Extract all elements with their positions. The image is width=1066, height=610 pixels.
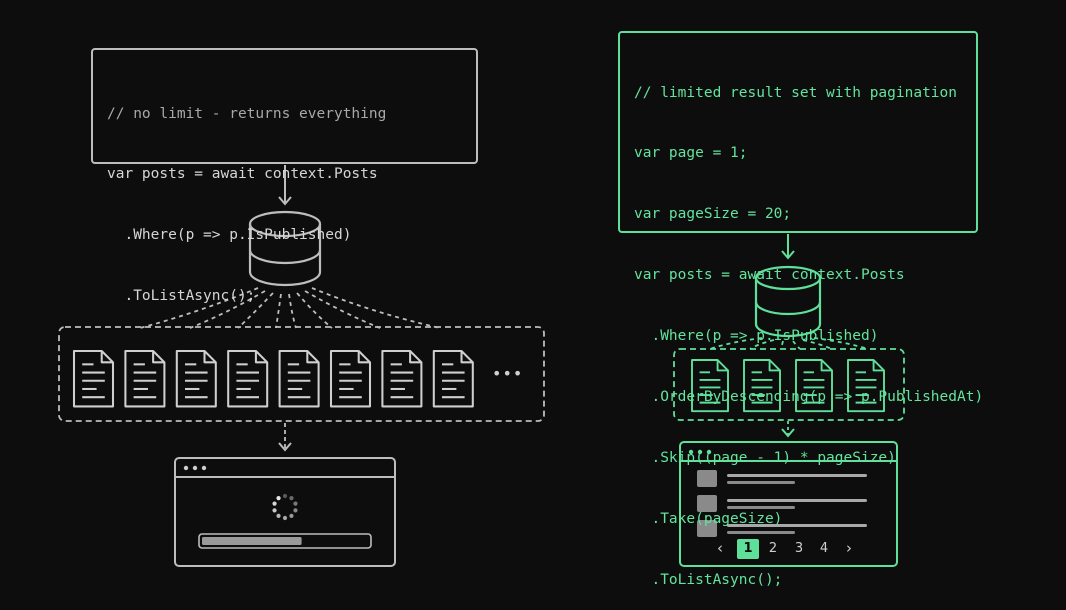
pagination-page-4[interactable]: 4 xyxy=(819,541,829,556)
database-icon-right xyxy=(754,265,822,338)
browser-window-left xyxy=(174,457,396,567)
fanout-lines-left xyxy=(139,287,441,329)
spinner-dot xyxy=(282,493,288,499)
spinner-dot xyxy=(276,496,281,501)
code-line: .Take(pageSize) xyxy=(634,510,783,527)
progress-bar xyxy=(198,533,372,549)
list-item-thumbnail xyxy=(697,495,717,512)
document-icon xyxy=(72,349,115,408)
code-block-pagination: // limited result set with pagination va… xyxy=(618,31,983,588)
spinner-dot xyxy=(289,513,294,519)
list-item-title-line xyxy=(727,474,867,477)
document-icon xyxy=(227,349,269,408)
code-line: var posts = await context.Posts xyxy=(634,267,905,284)
arrow-code-to-db-left xyxy=(278,165,292,206)
code-block-no-limit: // no limit - returns everything var pos… xyxy=(91,48,478,304)
spinner-dot xyxy=(293,508,298,513)
code-line: .ToListAsync(); xyxy=(634,571,783,588)
code-line: .Skip((page - 1) * pageSize) xyxy=(634,449,896,466)
browser-window-right xyxy=(679,441,898,567)
list-item-thumbnail xyxy=(697,470,717,487)
pagination-page-1[interactable]: 1 xyxy=(737,539,759,559)
result-list-rows xyxy=(697,470,867,537)
code-line: // limited result set with pagination xyxy=(634,84,958,101)
pagination-prev-icon[interactable]: ‹ xyxy=(717,539,723,557)
arrow-container-to-window-left xyxy=(278,423,292,452)
spinner-dot xyxy=(293,501,298,506)
document-icon xyxy=(175,349,217,408)
spinner-dot xyxy=(272,508,277,513)
code-line: // no limit - returns everything xyxy=(107,105,387,122)
right-flow xyxy=(673,234,905,567)
spinner-dot xyxy=(272,501,277,506)
list-item-subtitle-line xyxy=(727,506,795,509)
list-item-title-line xyxy=(727,499,867,502)
list-item-subtitle-line xyxy=(727,531,795,534)
code-line: var posts = await context.Posts xyxy=(107,166,378,183)
fanout-lines-right xyxy=(709,337,869,350)
result-set-container-left xyxy=(58,326,545,422)
arrow-container-to-window-right xyxy=(781,421,795,438)
document-icon xyxy=(124,349,166,408)
more-indicator: ••• xyxy=(492,364,524,383)
code-line: var pageSize = 20; xyxy=(634,206,792,223)
pagination-page-2[interactable]: 2 xyxy=(768,541,778,556)
pagination-next-icon[interactable]: › xyxy=(846,539,852,557)
code-line: var page = 1; xyxy=(634,145,748,162)
database-icon-left xyxy=(248,210,322,287)
progress-fill xyxy=(202,537,302,545)
code-line: .Where(p => p.IsPublished) xyxy=(107,227,352,244)
document-icon xyxy=(381,349,423,408)
document-list-left xyxy=(72,349,474,408)
code-line: .Where(p => p.IsPublished) xyxy=(634,328,879,345)
document-icon xyxy=(432,349,474,408)
code-line: .ToListAsync(); xyxy=(107,288,256,305)
window-dots-right xyxy=(688,449,712,455)
left-flow xyxy=(58,165,545,567)
document-icon xyxy=(278,349,320,408)
document-icon xyxy=(329,349,372,408)
result-set-container-right xyxy=(673,348,905,421)
loading-spinner-icon xyxy=(272,493,298,521)
list-item-subtitle-line xyxy=(727,481,795,484)
spinner-dot xyxy=(282,515,288,521)
spinner-dot xyxy=(289,496,294,501)
pagination-page-3[interactable]: 3 xyxy=(794,541,804,556)
code-line: .OrderByDescending(p => p.PublishedAt) xyxy=(634,389,984,406)
arrow-code-to-db-right xyxy=(781,234,795,260)
list-item-title-line xyxy=(727,524,867,527)
window-dots-left xyxy=(183,465,207,471)
spinner-dot xyxy=(276,513,281,519)
list-item-thumbnail xyxy=(697,520,717,537)
